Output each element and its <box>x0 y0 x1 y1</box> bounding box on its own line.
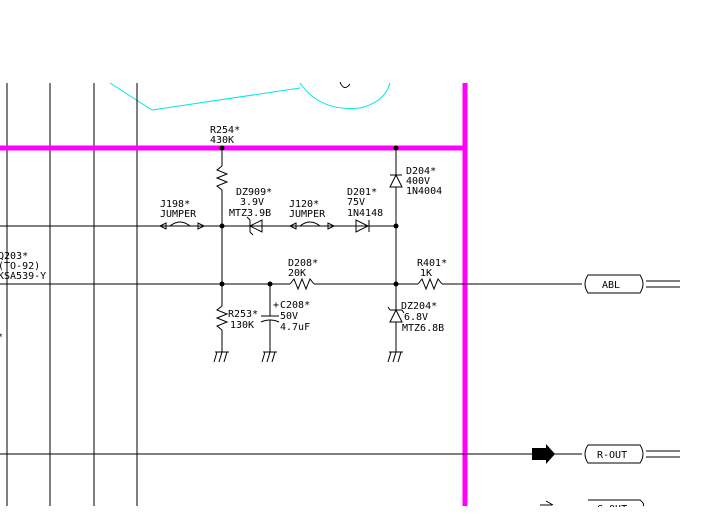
r253-ref: R253* <box>228 309 258 320</box>
d201-value: 75V <box>347 197 365 208</box>
q203-package: (TO-92) <box>0 261 40 272</box>
j120-value: JUMPER <box>289 209 326 220</box>
r401-value: 1K <box>420 268 432 279</box>
dz909-part: MTZ3.9B <box>229 208 271 219</box>
d201-diode <box>355 219 370 233</box>
r-out-connector <box>584 444 680 464</box>
dz909-zener <box>246 216 263 236</box>
j198-value: JUMPER <box>160 209 197 220</box>
c208-plus: + <box>273 300 279 311</box>
r254-value: 430K <box>210 135 234 146</box>
d201-part: 1N4148 <box>347 208 383 219</box>
dz204-value: 6.8V <box>404 312 428 323</box>
d204-ref: D204* <box>406 166 436 177</box>
dz909-ref: DZ909* <box>236 187 272 198</box>
ground-symbol <box>387 351 403 363</box>
r253-resistor <box>215 305 229 352</box>
c208-value: 4.7uF <box>280 322 310 333</box>
d208-value: 20K <box>288 268 306 279</box>
bottom-crop-mask <box>0 507 704 528</box>
r254-ref: R254* <box>210 125 240 136</box>
c208-capacitor <box>260 284 280 352</box>
abl-label: ABL <box>602 280 620 291</box>
partial-symbol <box>339 81 351 88</box>
g-out-arrow <box>545 500 554 506</box>
c208-voltage: 50V <box>280 311 298 322</box>
c208-ref: C208* <box>280 300 310 311</box>
r-out-label: R-OUT <box>597 450 627 461</box>
stray-star: * <box>0 332 3 343</box>
d204-part: 1N4004 <box>406 186 442 197</box>
r253-value: 130K <box>230 320 254 331</box>
d208-ref: D208* <box>288 258 318 269</box>
ground-symbol <box>261 351 277 363</box>
d201-ref: D201* <box>347 187 377 198</box>
cyan-outline-arc <box>299 82 391 109</box>
j198-jumper <box>158 221 206 230</box>
q203-part: KSA539-Y <box>0 271 46 282</box>
r401-resistor <box>417 277 443 291</box>
r401-ref: R401* <box>417 258 447 269</box>
r254-resistor <box>215 145 229 226</box>
j120-ref: J120* <box>289 199 319 210</box>
vertical-bus-lines <box>6 83 138 506</box>
dz204-zener <box>387 284 405 352</box>
d204-diode <box>389 145 403 226</box>
d204-value: 400V <box>406 176 430 187</box>
d208-resistor <box>289 277 315 291</box>
j198-ref: J198* <box>160 199 190 210</box>
q203-ref: Q203* <box>0 251 28 262</box>
dz204-ref: DZ204* <box>401 301 437 312</box>
ground-symbol <box>213 351 229 363</box>
g-out-connector <box>588 499 645 507</box>
dz204-part: MTZ6.8B <box>402 323 444 334</box>
abl-connector <box>584 274 680 294</box>
cyan-outline-line <box>109 82 301 111</box>
dz909-value: 3.9V <box>240 197 264 208</box>
j120-jumper <box>288 221 336 230</box>
arrow-right-icon <box>532 444 555 464</box>
